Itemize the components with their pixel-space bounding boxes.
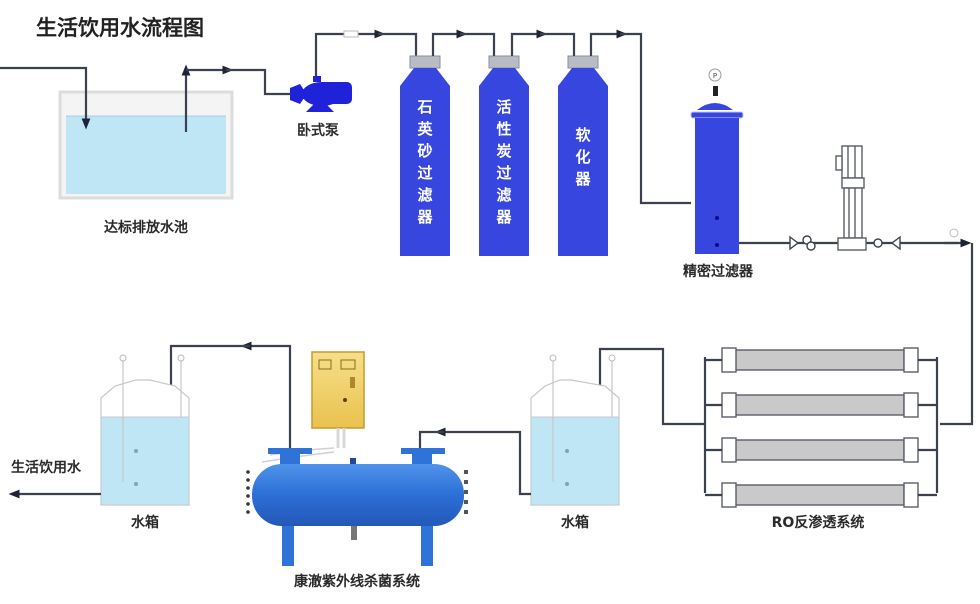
filter-label-char: 砂	[417, 142, 432, 160]
pool-label: 达标排放水池	[104, 219, 188, 236]
filter-label-char: 炭	[496, 142, 511, 160]
vertical-multistage-pump	[835, 145, 867, 251]
mid-tank-to-uv-pipe-b	[418, 430, 444, 448]
filter2-to-softener-pipe-b	[540, 32, 576, 56]
softener-to-precision-pipe-b	[620, 32, 691, 205]
valve-icon	[789, 235, 901, 251]
flow-meter-icon	[343, 30, 359, 38]
discharge-pool	[58, 90, 234, 200]
filter1-to-filter2-pipe-b	[460, 32, 496, 56]
mid-water-tank	[530, 354, 620, 506]
pump-label: 卧式泵	[297, 122, 339, 139]
filter1-to-filter2-pipe-a	[431, 29, 468, 56]
softener-to-precision-pipe-a	[589, 29, 628, 56]
uv-to-left-tank-pipe-a	[240, 341, 292, 448]
filter-label-char: 石	[416, 98, 432, 116]
filter-label-char: 化	[575, 148, 590, 166]
filter-label-char: 性	[496, 120, 511, 138]
filter2-to-softener-pipe-a	[510, 29, 548, 56]
left-water-tank	[100, 354, 190, 506]
filter-label-char: 器	[416, 208, 433, 226]
ro-membrane	[705, 347, 937, 373]
diagram-title: 生活饮用水流程图	[36, 16, 204, 40]
ro-membrane	[705, 392, 937, 418]
vessel-cap	[567, 55, 599, 69]
vessel-body	[400, 68, 450, 256]
mid-tank-label: 水箱	[561, 514, 589, 531]
pump-to-filter1-pipe-b	[378, 32, 418, 56]
pool-to-pump-pipe-b	[226, 68, 292, 96]
control-box	[311, 351, 365, 429]
ro-to-mid-tank-pipe	[595, 347, 705, 426]
inlet-pipe	[0, 66, 91, 130]
uv-lamp-connectors-left	[246, 470, 250, 514]
filter-vessel: 软化器	[558, 55, 608, 256]
filter-label-char: 英	[417, 120, 433, 138]
filter-label-char: 过	[496, 164, 511, 182]
ro-membrane	[705, 437, 937, 463]
output-label: 生活饮用水	[11, 459, 82, 476]
vessel-cap	[488, 55, 520, 69]
filter-label-char: 滤	[417, 186, 432, 204]
filter-label-char: 软	[575, 126, 590, 144]
uv-sterilizer	[252, 351, 464, 566]
precision-filter-label: 精密过滤器	[683, 263, 754, 280]
precision-filter: P	[690, 68, 744, 254]
mid-tank-to-uv-pipe-a	[434, 427, 531, 496]
filter-label-char: 过	[417, 164, 432, 182]
left-tank-label: 水箱	[131, 514, 159, 531]
pressure-gauge-icon	[949, 228, 959, 238]
filter-label-char: 器	[495, 208, 512, 226]
vessel-cap	[409, 55, 441, 69]
horizontal-pump	[290, 76, 352, 112]
filter-label-char: 器	[574, 170, 591, 188]
svg-text:P: P	[713, 72, 717, 80]
uv-label: 康澈紫外线杀菌系统	[294, 573, 420, 590]
vessel-body	[558, 68, 608, 256]
filter-label-char: 活	[496, 98, 511, 116]
filter-label-char: 滤	[496, 186, 511, 204]
vessel-body	[479, 68, 529, 256]
uv-lamp-connectors-right	[464, 470, 468, 514]
ro-membrane	[705, 482, 937, 508]
pump-to-filter1-pipe-a	[314, 29, 386, 76]
ro-feed-pipe	[940, 243, 974, 426]
ro-label: RO反渗透系统	[772, 514, 865, 531]
